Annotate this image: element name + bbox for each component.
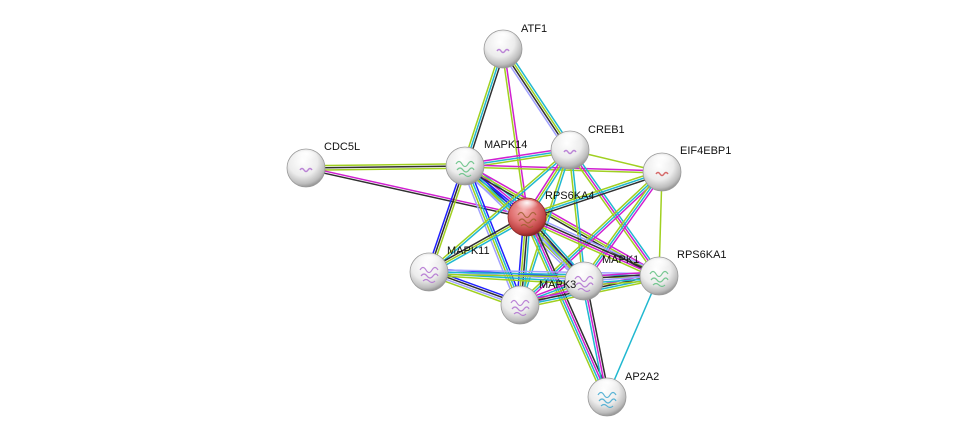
edge-mapk1-ap2a2[interactable]: [581, 280, 610, 398]
edge-line-known-curated: [464, 48, 504, 167]
sphere-highlight: [515, 200, 539, 214]
edge-line-textmining: [428, 273, 659, 279]
protein-structure-icon: [563, 149, 577, 155]
edge-line-coexpression: [527, 215, 660, 276]
edge-line-known-experimental: [585, 172, 665, 283]
edge-line-known-curated: [583, 171, 663, 282]
node-rps6ka1[interactable]: RPS6KA1: [639, 249, 727, 296]
edge-line-known-experimental: [306, 166, 528, 217]
edge-line-coexpression: [501, 49, 570, 152]
edge-eif4ebp1-mapk1[interactable]: [581, 170, 665, 283]
sphere-highlight: [508, 288, 532, 302]
edge-line-textmining: [428, 274, 584, 286]
node-mapk3[interactable]: MAPK3: [500, 279, 576, 325]
node-label: ATF1: [521, 23, 547, 35]
node-label: CDC5L: [324, 141, 360, 153]
node-label: RPS6KA4: [545, 190, 595, 202]
edge-line-known-experimental: [527, 216, 609, 397]
edge-line-known-experimental: [526, 217, 659, 278]
node-eif4ebp1[interactable]: EIF4EBP1: [642, 145, 731, 192]
edge-line-textmining: [525, 219, 658, 280]
edge-line-known-curated: [526, 171, 663, 218]
sphere-highlight: [491, 32, 515, 46]
edge-line-known-experimental: [583, 280, 608, 398]
edge-line-textmining: [306, 167, 466, 171]
sphere-highlight: [417, 255, 441, 269]
edge-line-homology: [461, 166, 518, 307]
edge-line-known-curated: [505, 46, 574, 149]
node-mapk11[interactable]: MAPK11: [409, 245, 490, 292]
edge-line-known-curated: [525, 217, 607, 398]
edges-layer: [305, 46, 665, 399]
sphere-highlight: [595, 380, 619, 394]
edge-line-textmining: [427, 148, 570, 272]
node-label: CREB1: [588, 124, 625, 136]
node-creb1[interactable]: CREB1: [550, 124, 625, 170]
node-ap2a2[interactable]: AP2A2: [587, 371, 659, 417]
edge-eif4ebp1-rps6ka4[interactable]: [526, 169, 663, 220]
edge-line-known-curated: [581, 281, 606, 398]
edge-line-coexpression: [466, 49, 506, 167]
protein-structure-icon: [299, 167, 313, 173]
node-label: MAPK14: [484, 139, 527, 151]
edge-line-coexpression: [305, 165, 466, 169]
node-label: MAPK11: [447, 245, 490, 257]
protein-structure-icon: [655, 171, 669, 177]
edge-line-coexpression: [529, 215, 611, 396]
edge-line-known-curated: [519, 171, 663, 306]
edge-atf1-creb1[interactable]: [499, 46, 574, 153]
edge-line-textmining: [463, 166, 520, 306]
edge-rps6ka4-rps6ka1[interactable]: [525, 213, 661, 280]
edge-line-textmining: [305, 163, 465, 167]
node-label: EIF4EBP1: [680, 145, 731, 157]
edge-line-homology: [499, 50, 568, 153]
edge-line-textmining: [462, 48, 502, 166]
edge-line-coexpression: [527, 173, 663, 220]
edge-line-textmining: [526, 169, 662, 216]
edge-line-homology: [429, 269, 660, 275]
sphere-highlight: [647, 259, 671, 273]
node-mapk14[interactable]: MAPK14: [445, 139, 527, 186]
node-cdc5l[interactable]: CDC5L: [286, 141, 360, 188]
edge-mapk14-mapk3[interactable]: [461, 164, 524, 307]
edge-line-coexpression: [305, 168, 527, 219]
edge-line-textmining: [568, 150, 584, 282]
edge-creb1-mapk1[interactable]: [568, 149, 586, 282]
node-label: AP2A2: [625, 371, 659, 383]
edge-rps6ka1-ap2a2[interactable]: [606, 275, 660, 398]
protein-structure-icon: [496, 48, 510, 54]
edge-cdc5l-rps6ka4[interactable]: [305, 166, 528, 219]
edge-creb1-mapk11[interactable]: [427, 148, 572, 274]
edge-line-known-curated: [570, 149, 586, 281]
edge-atf1-mapk14[interactable]: [462, 48, 506, 167]
edge-cdc5l-mapk14[interactable]: [305, 163, 466, 171]
edge-line-textmining: [523, 218, 605, 399]
edge-line-textmining: [581, 170, 661, 281]
sphere-highlight: [294, 151, 318, 165]
edge-line-known-curated: [606, 275, 660, 398]
node-rps6ka4[interactable]: RPS6KA4: [507, 190, 595, 237]
edge-rps6ka4-ap2a2[interactable]: [523, 215, 611, 399]
node-label: MAPK3: [539, 279, 576, 291]
node-label: MAPK1: [602, 254, 639, 266]
sphere-highlight: [453, 149, 477, 163]
edge-line-textmining: [501, 49, 527, 218]
node-label: RPS6KA1: [677, 249, 727, 261]
edge-line-homology: [528, 213, 661, 274]
sphere-highlight: [650, 155, 674, 169]
edge-line-textmining: [464, 166, 662, 174]
edge-line-known-curated: [428, 271, 660, 277]
edge-line-known-curated: [429, 150, 572, 274]
sphere-highlight: [558, 133, 582, 147]
edge-mapk11-rps6ka1[interactable]: [428, 269, 660, 279]
sphere-highlight: [572, 264, 596, 278]
edge-line-textmining: [503, 47, 572, 150]
node-atf1[interactable]: ATF1: [483, 23, 547, 69]
edge-line-coexpression: [585, 280, 610, 397]
node-mapk1[interactable]: MAPK1: [564, 254, 639, 301]
edge-line-known-experimental: [520, 173, 665, 308]
edge-line-known-experimental: [465, 163, 661, 275]
